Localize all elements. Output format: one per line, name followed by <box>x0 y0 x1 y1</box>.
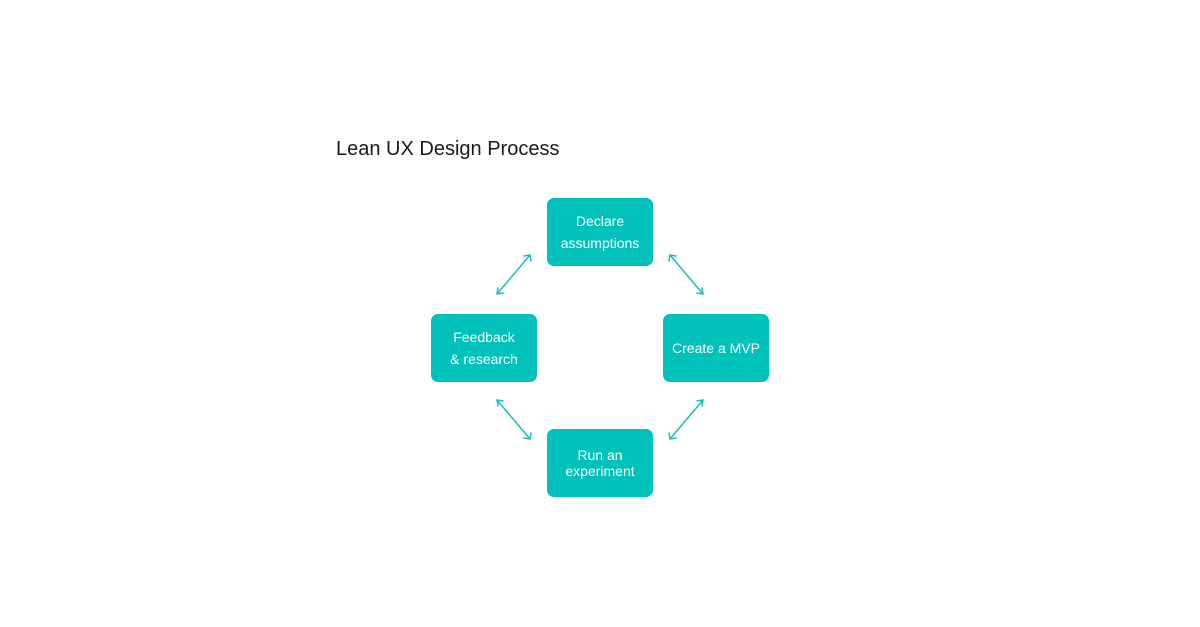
arrow-experiment-feedback <box>496 399 532 440</box>
node-label: Feedback & research <box>450 329 518 367</box>
node-label: Create a MVP <box>672 340 760 356</box>
diagram-title: Lean UX Design Process <box>336 138 560 160</box>
arrow-mvp-experiment <box>668 399 704 440</box>
node-create-mvp: Create a MVP <box>663 314 769 382</box>
node-feedback-research: Feedback & research <box>431 314 537 382</box>
node-label: Declare assumptions <box>560 213 640 251</box>
arrow-declare-mvp <box>668 254 704 295</box>
node-label: Run an experiment <box>565 447 635 479</box>
arrow-feedback-declare <box>496 254 532 295</box>
node-run-experiment: Run an experiment <box>547 429 653 497</box>
node-declare-assumptions: Declare assumptions <box>547 198 653 266</box>
